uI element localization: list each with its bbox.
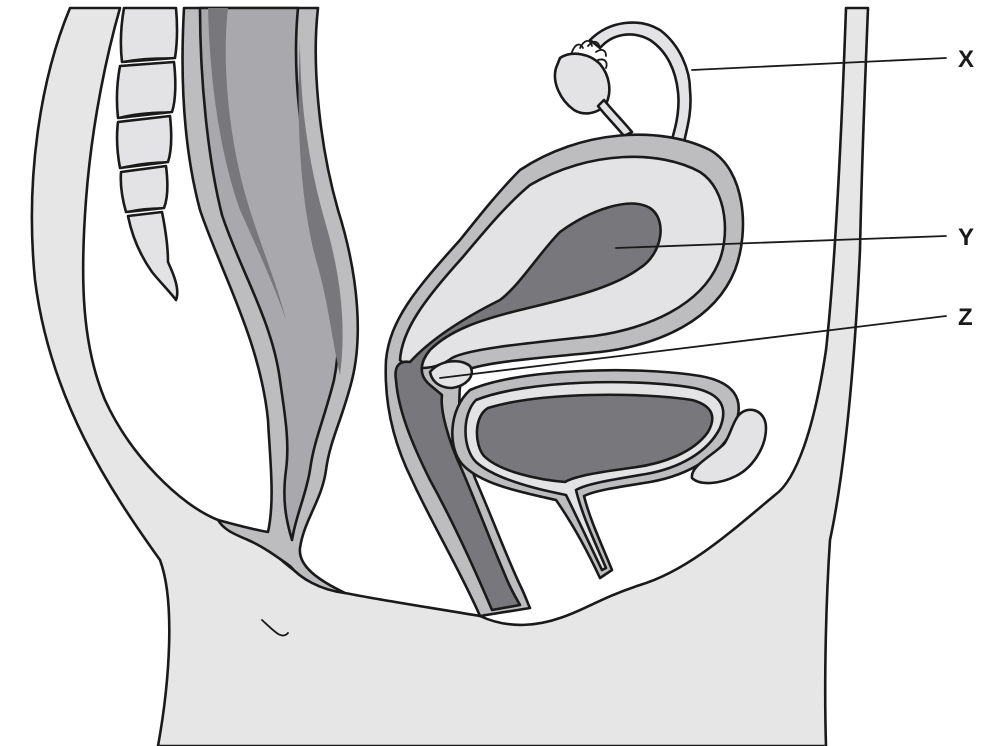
vertebra xyxy=(121,166,168,212)
tube-to-uterus xyxy=(598,100,632,136)
coccyx xyxy=(128,212,177,300)
vertebra xyxy=(121,8,177,62)
rectum xyxy=(183,8,358,593)
label-x-leader xyxy=(692,58,946,70)
label-x: X xyxy=(958,46,974,73)
vertebra xyxy=(117,62,175,118)
vertebra xyxy=(117,116,171,168)
uterine-tube-and-ovary xyxy=(555,23,691,145)
spine xyxy=(117,8,177,300)
label-y: Y xyxy=(958,224,974,251)
label-z: Z xyxy=(958,304,973,331)
